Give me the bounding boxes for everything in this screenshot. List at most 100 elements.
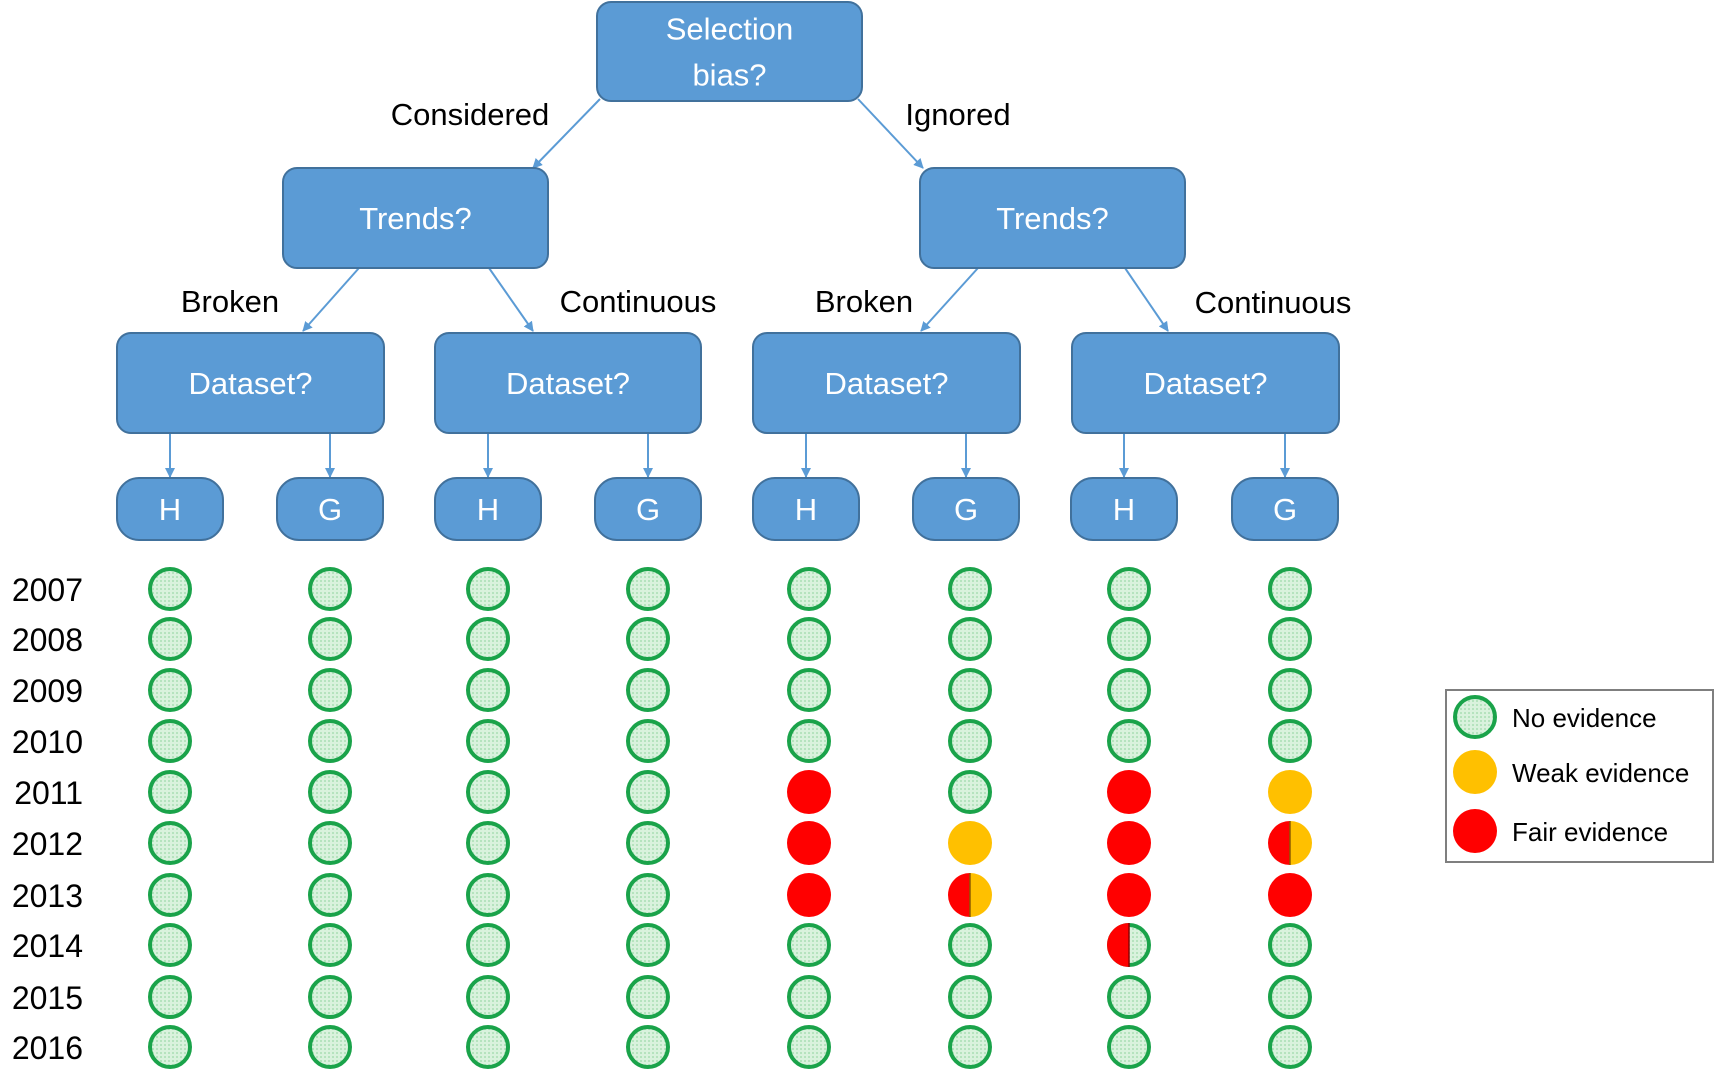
root-node: Selection bias? — [596, 1, 863, 102]
evidence-marker-col6-2013-fair-weak — [948, 873, 992, 917]
evidence-marker-col1-2008-none — [148, 617, 192, 661]
year-label-2010: 2010 — [12, 724, 83, 760]
evidence-marker-col6-2014-none — [948, 923, 992, 967]
evidence-marker-col1-2012-none — [148, 821, 192, 865]
edge-root-right-arrow — [857, 98, 924, 169]
evidence-marker-col8-2013-fair — [1268, 873, 1312, 917]
evidence-marker-col4-2008-none — [626, 617, 670, 661]
evidence-marker-col7-2011-fair — [1107, 770, 1151, 814]
evidence-marker-col7-2012-fair — [1107, 821, 1151, 865]
evidence-marker-col1-2014-none — [148, 923, 192, 967]
dataset-node-2: Dataset? — [434, 332, 702, 434]
evidence-marker-col8-2014-none — [1268, 923, 1312, 967]
year-label-2016: 2016 — [12, 1030, 83, 1066]
dataset-node-4: Dataset? — [1071, 332, 1340, 434]
evidence-marker-col2-2008-none — [308, 617, 352, 661]
evidence-marker-col8-2007-none — [1268, 567, 1312, 611]
evidence-marker-col5-2012-fair — [787, 821, 831, 865]
dataset-node-2-label: Dataset? — [506, 366, 630, 401]
evidence-marker-col7-2014-fair-none — [1107, 923, 1151, 967]
legend-marker-none — [1453, 695, 1497, 739]
leaf-node-h-1: H — [116, 477, 224, 541]
evidence-marker-col6-2015-none — [948, 975, 992, 1019]
evidence-marker-col8-2015-none — [1268, 975, 1312, 1019]
evidence-marker-col5-2013-fair — [787, 873, 831, 917]
evidence-marker-col3-2013-none — [466, 873, 510, 917]
year-label-2011: 2011 — [14, 775, 83, 811]
evidence-marker-col3-2007-none — [466, 567, 510, 611]
evidence-marker-col1-2010-none — [148, 719, 192, 763]
evidence-marker-col6-2010-none — [948, 719, 992, 763]
evidence-marker-col2-2015-none — [308, 975, 352, 1019]
evidence-marker-col7-2015-none — [1107, 975, 1151, 1019]
leaf-node-label: G — [954, 492, 978, 527]
year-label-2014: 2014 — [12, 928, 83, 964]
evidence-marker-col8-2012-fair-weak — [1268, 821, 1312, 865]
evidence-marker-col5-2014-none — [787, 923, 831, 967]
evidence-marker-col1-2007-none — [148, 567, 192, 611]
evidence-marker-col2-2014-none — [308, 923, 352, 967]
edge-trends-2-left-arrow — [920, 267, 979, 332]
evidence-marker-col2-2009-none — [308, 668, 352, 712]
trends-node-2: Trends? — [919, 167, 1186, 269]
root-node-label: bias? — [692, 58, 766, 93]
legend-label-none: No evidence — [1512, 703, 1657, 733]
dataset-node-1-label: Dataset? — [188, 366, 312, 401]
evidence-marker-col8-2008-none — [1268, 617, 1312, 661]
evidence-marker-col4-2009-none — [626, 668, 670, 712]
edge-label-broken-1: Broken — [181, 284, 279, 319]
evidence-marker-col3-2014-none — [466, 923, 510, 967]
evidence-marker-col7-2016-none — [1107, 1025, 1151, 1069]
evidence-marker-col3-2016-none — [466, 1025, 510, 1069]
evidence-marker-col3-2009-none — [466, 668, 510, 712]
edge-label-continuous-2: Continuous — [1195, 285, 1352, 320]
root-node-label: Selection — [666, 12, 794, 47]
leaf-node-h-5: H — [752, 477, 860, 541]
dataset-node-3-label: Dataset? — [824, 366, 948, 401]
leaf-node-g-6: G — [912, 477, 1020, 541]
evidence-marker-col4-2016-none — [626, 1025, 670, 1069]
evidence-marker-col3-2011-none — [466, 770, 510, 814]
evidence-marker-col4-2012-none — [626, 821, 670, 865]
edge-label-broken-2: Broken — [815, 284, 913, 319]
leaf-node-g-2: G — [276, 477, 384, 541]
evidence-marker-col6-2011-none — [948, 770, 992, 814]
evidence-marker-col8-2016-none — [1268, 1025, 1312, 1069]
legend-label-weak: Weak evidence — [1512, 758, 1689, 788]
evidence-marker-col4-2014-none — [626, 923, 670, 967]
evidence-marker-col7-2010-none — [1107, 719, 1151, 763]
edge-root-left-arrow — [532, 98, 601, 169]
evidence-marker-col4-2013-none — [626, 873, 670, 917]
evidence-marker-col5-2007-none — [787, 567, 831, 611]
evidence-marker-col8-2011-weak — [1268, 770, 1312, 814]
trends-node-1: Trends? — [282, 167, 549, 269]
leaf-node-label: H — [795, 492, 817, 527]
evidence-marker-col5-2010-none — [787, 719, 831, 763]
year-label-2012: 2012 — [12, 826, 83, 862]
evidence-marker-col5-2016-none — [787, 1025, 831, 1069]
evidence-marker-col6-2009-none — [948, 668, 992, 712]
evidence-marker-col7-2013-fair — [1107, 873, 1151, 917]
year-label-2015: 2015 — [12, 980, 83, 1016]
evidence-marker-col4-2011-none — [626, 770, 670, 814]
year-label-2009: 2009 — [12, 673, 83, 709]
evidence-marker-col7-2007-none — [1107, 567, 1151, 611]
evidence-marker-col5-2008-none — [787, 617, 831, 661]
evidence-marker-col2-2010-none — [308, 719, 352, 763]
evidence-marker-col1-2015-none — [148, 975, 192, 1019]
evidence-marker-col6-2007-none — [948, 567, 992, 611]
trends-node-2-label: Trends? — [996, 201, 1109, 236]
evidence-marker-col1-2016-none — [148, 1025, 192, 1069]
year-label-2013: 2013 — [12, 878, 83, 914]
leaf-node-h-7: H — [1070, 477, 1178, 541]
evidence-marker-col5-2009-none — [787, 668, 831, 712]
evidence-marker-col7-2008-none — [1107, 617, 1151, 661]
leaf-node-label: G — [1273, 492, 1297, 527]
dataset-node-4-label: Dataset? — [1143, 366, 1267, 401]
evidence-matrix — [148, 567, 1312, 1069]
leaf-node-label: G — [636, 492, 660, 527]
edge-trends-1-right-arrow — [488, 267, 534, 332]
